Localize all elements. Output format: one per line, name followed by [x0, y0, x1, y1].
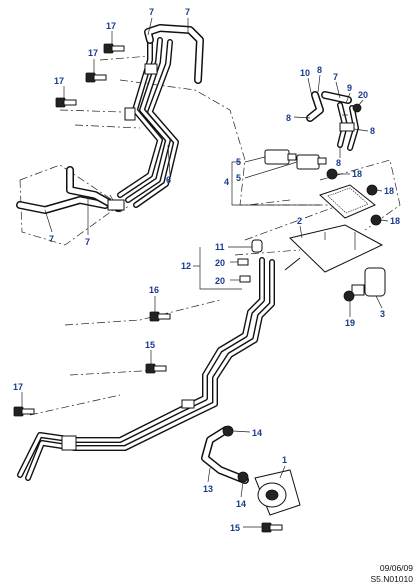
bolt-16: [149, 311, 171, 322]
callout-7: 7: [49, 234, 54, 244]
callout-8: 8: [317, 65, 322, 75]
bolt-17-mid: [85, 72, 107, 83]
callout-3: 3: [380, 309, 385, 319]
clip-20-a: [237, 258, 249, 266]
mount-3: [351, 267, 386, 297]
callout-labels: 17 17 17 17 7 7 7 7 7 10 8 8 8 8 9 20 20…: [13, 7, 400, 533]
callout-2: 2: [297, 216, 302, 226]
nut-18-a: [326, 168, 338, 180]
callout-1: 1: [282, 455, 287, 465]
callout-18: 18: [390, 216, 400, 226]
callout-15: 15: [145, 340, 155, 350]
callout-10: 10: [300, 68, 310, 78]
callout-8: 8: [370, 126, 375, 136]
footer-date: 09/06/09: [379, 563, 413, 573]
callout-20: 20: [215, 276, 225, 286]
callout-8: 8: [336, 158, 341, 168]
nut-18-b: [366, 184, 378, 196]
callout-12: 12: [181, 261, 191, 271]
clip-20-b: [239, 275, 251, 283]
callout-7: 7: [333, 72, 338, 82]
callout-15: 15: [230, 523, 240, 533]
callout-20: 20: [215, 258, 225, 268]
bolt-17-bottom: [13, 406, 35, 417]
hose-assembly-upper-right: [306, 91, 362, 151]
bolt-15-mid: [145, 363, 167, 374]
bolt-17-top: [103, 43, 125, 54]
hose-13: [201, 426, 249, 484]
upper-pipe-bundle: [16, 24, 204, 214]
callout-7: 7: [149, 7, 154, 17]
callout-16: 16: [149, 285, 159, 295]
clamp-14-upper: [222, 425, 234, 437]
callout-7: 7: [85, 237, 90, 247]
pump-1: [254, 469, 301, 516]
sensor-5-lower: [296, 154, 327, 170]
callout-8: 8: [286, 113, 291, 123]
cooler-module-4: [319, 184, 376, 219]
callout-17: 17: [13, 382, 23, 392]
callout-6: 6: [166, 175, 171, 185]
callout-19: 19: [345, 318, 355, 328]
callout-18: 18: [384, 186, 394, 196]
callout-9: 9: [347, 83, 352, 93]
callout-5: 5: [236, 173, 241, 183]
callout-17: 17: [88, 48, 98, 58]
callout-18: 18: [352, 169, 362, 179]
callout-13: 13: [203, 484, 213, 494]
bolt-19: [343, 290, 355, 302]
callout-20: 20: [358, 90, 368, 100]
cap-11: [251, 239, 263, 253]
callout-17: 17: [54, 76, 64, 86]
callout-14: 14: [252, 428, 262, 438]
callout-7: 7: [185, 7, 190, 17]
nut-18-c: [370, 214, 382, 226]
sensor-5-upper: [264, 149, 297, 165]
leader-lines: [21, 17, 389, 528]
callout-5: 5: [236, 157, 241, 167]
callout-11: 11: [215, 242, 225, 252]
callout-14: 14: [236, 499, 246, 509]
callout-4: 4: [224, 177, 229, 187]
clamp-14-lower: [237, 471, 249, 483]
bolt-15-bottom: [261, 522, 283, 533]
callout-17: 17: [106, 21, 116, 31]
main-pipe: [17, 257, 275, 481]
bolt-17-left: [55, 97, 77, 108]
bracket-plate-2: [284, 224, 384, 273]
footer-reference: S5.N01010: [370, 574, 413, 584]
